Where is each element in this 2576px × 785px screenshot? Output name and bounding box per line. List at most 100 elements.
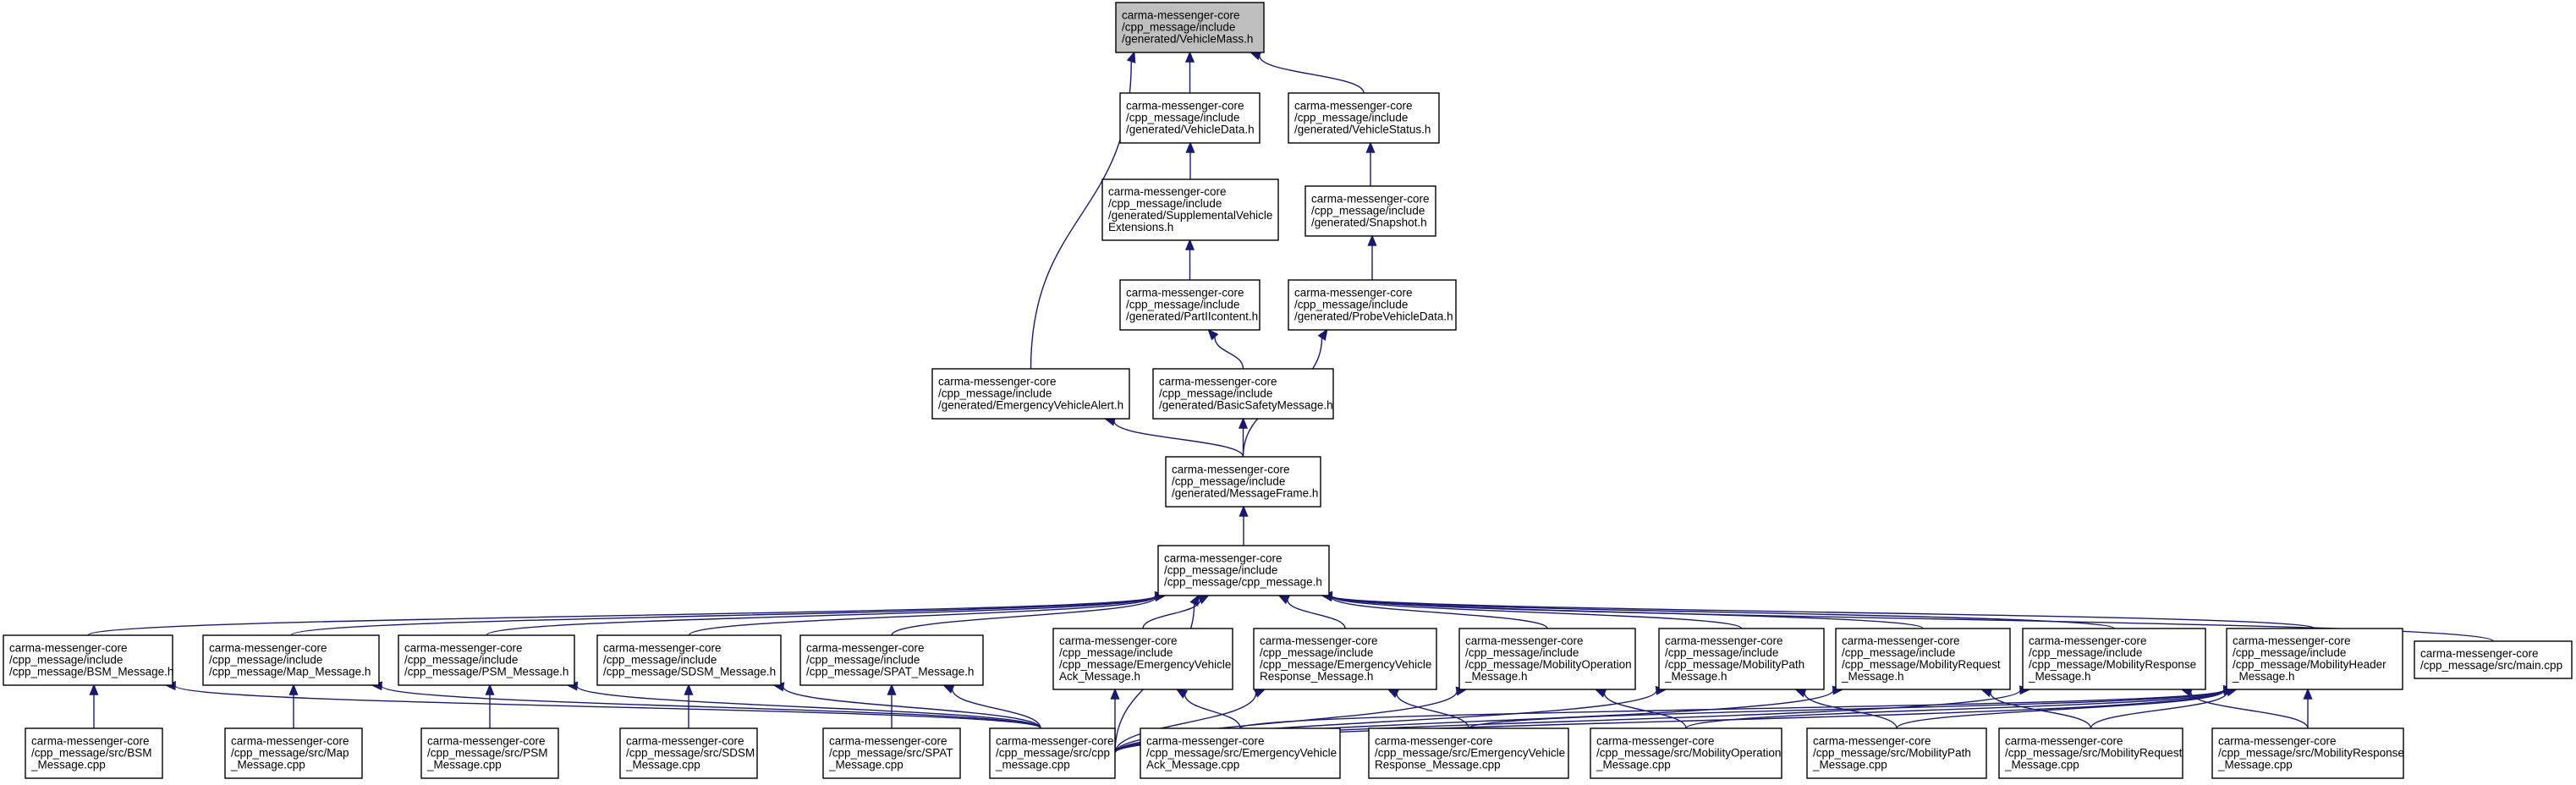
node-label-line: carma-messenger-core xyxy=(231,735,349,748)
node-label-line: _Message.h xyxy=(1841,670,1904,683)
probe-vehicle-data-header-node[interactable]: carma-messenger-core/cpp_message/include… xyxy=(1288,279,1457,331)
vehicle-data-header-node[interactable]: carma-messenger-core/cpp_message/include… xyxy=(1119,92,1261,144)
node-label-line: /cpp_message/SPAT_Message.h xyxy=(806,666,974,678)
vehicle-status-header-node[interactable]: carma-messenger-core/cpp_message/include… xyxy=(1288,92,1440,144)
node-label-line: carma-messenger-core xyxy=(996,735,1114,748)
mobility-request-header-node[interactable]: carma-messenger-core/cpp_message/include… xyxy=(1835,628,2011,690)
arrowhead xyxy=(2303,688,2313,700)
edge-line xyxy=(1331,596,1548,629)
bsm-message-header-node[interactable]: carma-messenger-core/cpp_message/include… xyxy=(3,634,173,686)
node-label-line: /generated/EmergencyVehicleAlert.h xyxy=(938,399,1123,412)
include-edge xyxy=(1321,592,1548,629)
node-label-line: /cpp_message/src/BSM xyxy=(31,747,152,760)
arrowhead xyxy=(1126,51,1136,63)
node-label-line: /cpp_message/include xyxy=(1665,646,1778,659)
node-label-line: /cpp_message/MobilityResponse xyxy=(2029,658,2196,671)
mobility-path-source-node[interactable]: carma-messenger-core/cpp_message/src/Mob… xyxy=(1806,727,1987,779)
include-edge xyxy=(566,681,1041,729)
node-label-line: /cpp_message/src/MobilityOperation xyxy=(1596,747,1781,760)
include-edge xyxy=(1365,141,1376,186)
emergency-vehicle-response-header-node[interactable]: carma-messenger-core/cpp_message/include… xyxy=(1253,628,1437,690)
node-label-line: /cpp_message/include xyxy=(2029,646,2142,659)
node-label-line: /cpp_message/src/EmergencyVehicle xyxy=(1146,747,1337,760)
map-message-source-node[interactable]: carma-messenger-core/cpp_message/src/Map… xyxy=(224,727,363,779)
cpp-message-source-node[interactable]: carma-messenger-core/cpp_message/src/cpp… xyxy=(989,727,1116,779)
edge-line xyxy=(1114,693,1257,754)
sdsm-message-header-node[interactable]: carma-messenger-core/cpp_message/include… xyxy=(596,634,782,686)
node-label-line: Response_Message.cpp xyxy=(1375,759,1501,771)
node-label-line: /cpp_message/include xyxy=(1842,646,1955,659)
edge-line xyxy=(2090,691,2228,729)
node-label-line: carma-messenger-core xyxy=(31,735,150,748)
spat-message-header-node[interactable]: carma-messenger-core/cpp_message/include… xyxy=(799,634,984,686)
node-label-line: /cpp_message/include xyxy=(806,654,920,667)
psm-message-source-node[interactable]: carma-messenger-core/cpp_message/src/PSM… xyxy=(420,727,559,779)
node-label-line: /cpp_message/src/main.cpp xyxy=(2420,659,2562,672)
mobility-operation-header-node[interactable]: carma-messenger-core/cpp_message/include… xyxy=(1458,628,1636,690)
spat-message-source-node[interactable]: carma-messenger-core/cpp_message/src/SPA… xyxy=(822,727,961,779)
node-label-line: carma-messenger-core xyxy=(1172,464,1290,476)
emergency-vehicle-response-source-node[interactable]: carma-messenger-core/cpp_message/src/Eme… xyxy=(1368,727,1569,779)
node-label-line: _Message.h xyxy=(1664,670,1727,683)
sdsm-message-source-node[interactable]: carma-messenger-core/cpp_message/src/SDS… xyxy=(619,727,758,779)
node-label-line: /cpp_message/include xyxy=(9,654,123,667)
node-label-line: _Message.cpp xyxy=(30,759,106,771)
emergency-vehicle-ack-source-node[interactable]: carma-messenger-core/cpp_message/src/Eme… xyxy=(1140,727,1341,779)
edge-line xyxy=(951,689,1041,729)
include-edge xyxy=(1239,505,1249,546)
include-edge xyxy=(1185,141,1195,179)
psm-message-header-node[interactable]: carma-messenger-core/cpp_message/include… xyxy=(398,634,575,686)
node-label-line: _Message.h xyxy=(2028,670,2091,683)
cpp-message-header-node[interactable]: carma-messenger-core/cpp_message/include… xyxy=(1157,545,1330,596)
node-label-line: carma-messenger-core xyxy=(1311,193,1430,206)
map-message-header-node[interactable]: carma-messenger-core/cpp_message/include… xyxy=(202,634,380,686)
mobility-response-header-node[interactable]: carma-messenger-core/cpp_message/include… xyxy=(2022,628,2206,690)
basic-safety-message-header-node[interactable]: carma-messenger-core/cpp_message/include… xyxy=(1152,368,1334,420)
edge-line xyxy=(1331,596,1743,629)
node-label-line: carma-messenger-core xyxy=(1260,634,1378,647)
edge-line xyxy=(1214,337,1244,370)
bsm-message-source-node[interactable]: carma-messenger-core/cpp_message/src/BSM… xyxy=(25,727,163,779)
node-label-line: carma-messenger-core xyxy=(9,642,128,655)
node-label-line: _Message.h xyxy=(2232,670,2295,683)
node-label-line: /generated/MessageFrame.h xyxy=(1172,487,1318,500)
include-edge xyxy=(1184,51,1195,94)
include-edge xyxy=(164,681,1041,729)
node-label-line: /cpp_message/include xyxy=(1465,646,1579,659)
node-label-line: carma-messenger-core xyxy=(2005,735,2123,748)
node-label-line: /cpp_message/include xyxy=(209,654,322,667)
emergency-vehicle-alert-header-node[interactable]: carma-messenger-core/cpp_message/include… xyxy=(931,368,1130,420)
mobility-path-header-node[interactable]: carma-messenger-core/cpp_message/include… xyxy=(1658,628,1825,690)
node-label-line: /cpp_message/include xyxy=(1159,387,1272,400)
node-label-line: _message.cpp xyxy=(995,759,1070,771)
node-label-line: /cpp_message/EmergencyVehicle xyxy=(1260,658,1431,671)
message-frame-header-node[interactable]: carma-messenger-core/cpp_message/include… xyxy=(1165,456,1321,508)
node-label-line: /cpp_message/cpp_message.h xyxy=(1164,576,1322,589)
part-ii-content-header-node[interactable]: carma-messenger-core/cpp_message/include… xyxy=(1119,279,1261,331)
node-label-line: /cpp_message/MobilityPath xyxy=(1665,658,1804,671)
node-label-line: /generated/Snapshot.h xyxy=(1311,217,1427,229)
edge-line xyxy=(1113,420,1244,458)
arrowhead xyxy=(1175,689,1189,699)
mobility-header-message-header-node[interactable]: carma-messenger-core/cpp_message/include… xyxy=(2226,628,2403,690)
supplemental-vehicle-extensions-header-node[interactable]: carma-messenger-core/cpp_message/include… xyxy=(1101,178,1279,241)
mobility-operation-source-node[interactable]: carma-messenger-core/cpp_message/src/Mob… xyxy=(1590,727,1782,779)
include-edge xyxy=(288,683,299,729)
edge-line xyxy=(174,684,1041,729)
mobility-response-source-node[interactable]: carma-messenger-core/cpp_message/src/Mob… xyxy=(2211,727,2404,779)
emergency-vehicle-ack-header-node[interactable]: carma-messenger-core/cpp_message/include… xyxy=(1052,628,1233,690)
node-layer: carma-messenger-core/cpp_message/include… xyxy=(3,2,2573,779)
edge-line xyxy=(381,685,1041,729)
node-label-line: _Message.cpp xyxy=(2217,759,2293,771)
arrowhead xyxy=(1794,689,1807,698)
main-source-node[interactable]: carma-messenger-core/cpp_message/src/mai… xyxy=(2414,640,2573,679)
mobility-request-source-node[interactable]: carma-messenger-core/cpp_message/src/Mob… xyxy=(1998,727,2183,779)
arrowhead xyxy=(1184,239,1195,250)
node-label-line: /cpp_message/src/MobilityResponse xyxy=(2218,747,2404,760)
node-label-line: _Message.cpp xyxy=(1812,759,1887,771)
node-label-line: /cpp_message/include xyxy=(603,654,717,667)
snapshot-header-node[interactable]: carma-messenger-core/cpp_message/include… xyxy=(1304,185,1436,237)
node-label-line: /cpp_message/include xyxy=(1126,112,1239,124)
edge-line xyxy=(1685,689,2225,729)
